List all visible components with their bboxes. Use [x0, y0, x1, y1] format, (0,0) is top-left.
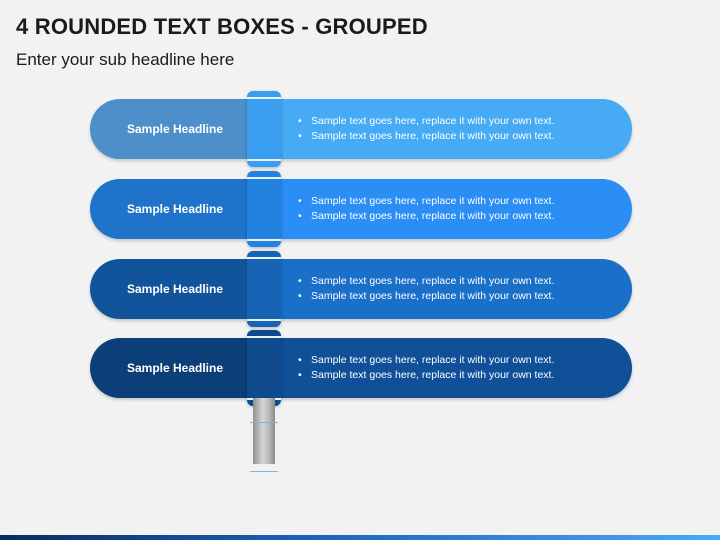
bullet-item: Sample text goes here, replace it with y… — [298, 194, 554, 209]
connector-sleeve — [247, 171, 281, 247]
bullet-item: Sample text goes here, replace it with y… — [298, 114, 554, 129]
connector-sleeve — [247, 91, 281, 167]
text-box-row-3: Sample Headline Sample text goes here, r… — [0, 251, 720, 327]
connector-band — [247, 97, 281, 99]
headline-pill: Sample Headline — [90, 338, 270, 398]
slide-title: 4 ROUNDED TEXT BOXES - GROUPED — [16, 14, 428, 39]
bullet-list: Sample text goes here, replace it with y… — [298, 114, 554, 144]
text-box-row-1: Sample Headline Sample text goes here, r… — [0, 91, 720, 167]
connector-band — [247, 336, 281, 338]
text-box-row-2: Sample Headline Sample text goes here, r… — [0, 171, 720, 247]
bullet-list: Sample text goes here, replace it with y… — [298, 353, 554, 383]
headline-pill: Sample Headline — [90, 179, 270, 239]
bullet-item: Sample text goes here, replace it with y… — [298, 289, 554, 304]
bullet-item: Sample text goes here, replace it with y… — [298, 368, 554, 383]
support-post — [253, 398, 275, 464]
post-marker-line — [250, 422, 278, 423]
bullet-list: Sample text goes here, replace it with y… — [298, 194, 554, 224]
headline: Sample Headline — [126, 202, 224, 216]
text-box-row-4: Sample Headline Sample text goes here, r… — [0, 330, 720, 406]
connector-sleeve — [247, 251, 281, 327]
connector-band — [247, 257, 281, 259]
connector-sleeve — [247, 330, 281, 406]
connector-band — [247, 239, 281, 241]
bullet-item: Sample text goes here, replace it with y… — [298, 274, 554, 289]
connector-band — [247, 177, 281, 179]
bullet-item: Sample text goes here, replace it with y… — [298, 209, 554, 224]
headline: Sample Headline — [126, 282, 224, 296]
headline-pill: Sample Headline — [90, 99, 270, 159]
slide-subtitle: Enter your sub headline here — [16, 50, 235, 69]
connector-band — [247, 159, 281, 161]
footer-bar — [0, 535, 720, 540]
connector-band — [247, 319, 281, 321]
bullet-item: Sample text goes here, replace it with y… — [298, 129, 554, 144]
headline: Sample Headline — [126, 361, 224, 375]
headline: Sample Headline — [126, 122, 224, 136]
headline-pill: Sample Headline — [90, 259, 270, 319]
bullet-item: Sample text goes here, replace it with y… — [298, 353, 554, 368]
post-marker-line — [250, 471, 278, 472]
bullet-list: Sample text goes here, replace it with y… — [298, 274, 554, 304]
